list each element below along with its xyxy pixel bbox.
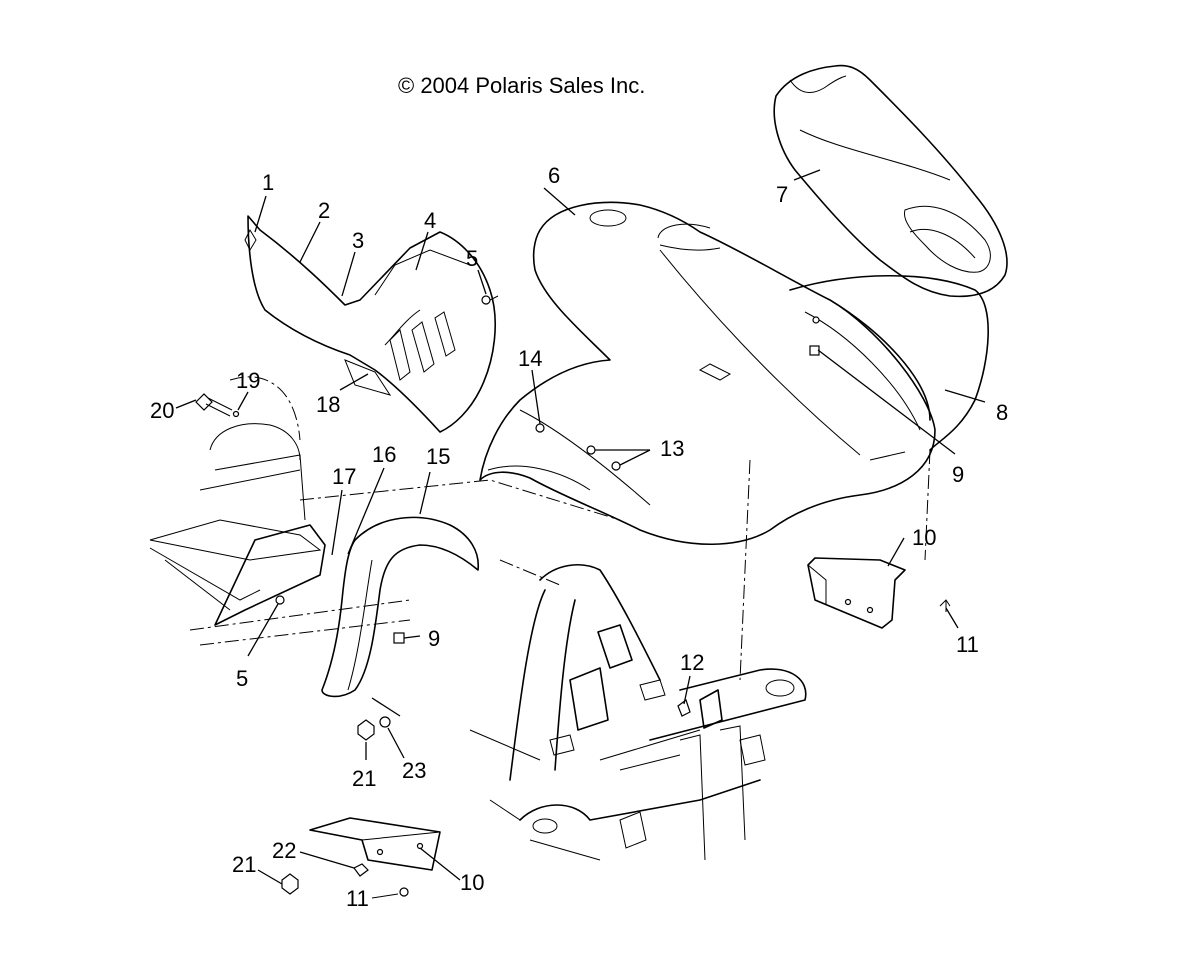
callout-5-upper: 5 (466, 246, 478, 271)
screw-11-lower-icon (371, 887, 409, 899)
callout-5-lower: 5 (236, 666, 248, 691)
screw-5-lower-icon (275, 595, 285, 605)
leader-lines (175, 169, 986, 885)
callout-9-lower: 9 (428, 626, 440, 651)
callout-labels: 1 2 3 4 5 6 7 8 9 10 11 12 13 14 15 16 1… (150, 163, 1008, 911)
callout-8: 8 (996, 400, 1008, 425)
callout-11-lower: 11 (346, 886, 369, 911)
callout-2: 2 (318, 198, 330, 223)
callout-17: 17 (332, 464, 356, 489)
chassis-frame-part (469, 449, 931, 861)
screw-5-upper-icon (481, 295, 499, 305)
seat-part (773, 64, 1008, 298)
washer-19-icon (232, 410, 240, 418)
hardware-group (195, 295, 951, 899)
callout-7: 7 (776, 182, 788, 207)
callout-4: 4 (424, 208, 436, 233)
callout-21-lower: 21 (232, 852, 256, 877)
washer-23-icon (379, 716, 391, 728)
footwell-panel-part (244, 215, 496, 433)
bolt-20-icon (195, 393, 233, 417)
callout-9-upper: 9 (952, 462, 964, 487)
pin-11-upper-icon (939, 599, 951, 612)
front-cab-part (479, 201, 936, 546)
callout-13: 13 (660, 436, 684, 461)
copyright-text: © 2004 Polaris Sales Inc. (398, 73, 645, 98)
fender-flare-part (321, 516, 479, 698)
callout-16: 16 (372, 442, 396, 467)
callout-15: 15 (426, 444, 450, 469)
callout-10-upper: 10 (912, 525, 936, 550)
callout-22: 22 (272, 838, 296, 863)
callout-11-upper: 11 (956, 632, 979, 657)
callout-21-upper: 21 (352, 766, 376, 791)
skid-plate-part (309, 817, 441, 871)
callout-10-lower: 10 (460, 870, 484, 895)
bracket-upper-part (807, 557, 906, 629)
callout-20: 20 (150, 398, 174, 423)
callout-12: 12 (680, 650, 704, 675)
callout-3: 3 (352, 228, 364, 253)
callout-14: 14 (518, 346, 542, 371)
callout-19: 19 (236, 368, 260, 393)
callout-18: 18 (316, 392, 340, 417)
callout-6: 6 (548, 163, 560, 188)
rear-fender-part (789, 274, 989, 451)
callout-1: 1 (262, 170, 274, 195)
callout-23: 23 (402, 758, 426, 783)
footrest-frame-part (149, 376, 621, 646)
nut-21-lower-icon (281, 873, 299, 895)
bolt-22-icon (353, 863, 369, 877)
clip-12-icon (677, 699, 691, 717)
nut-21-upper-icon (357, 719, 375, 741)
